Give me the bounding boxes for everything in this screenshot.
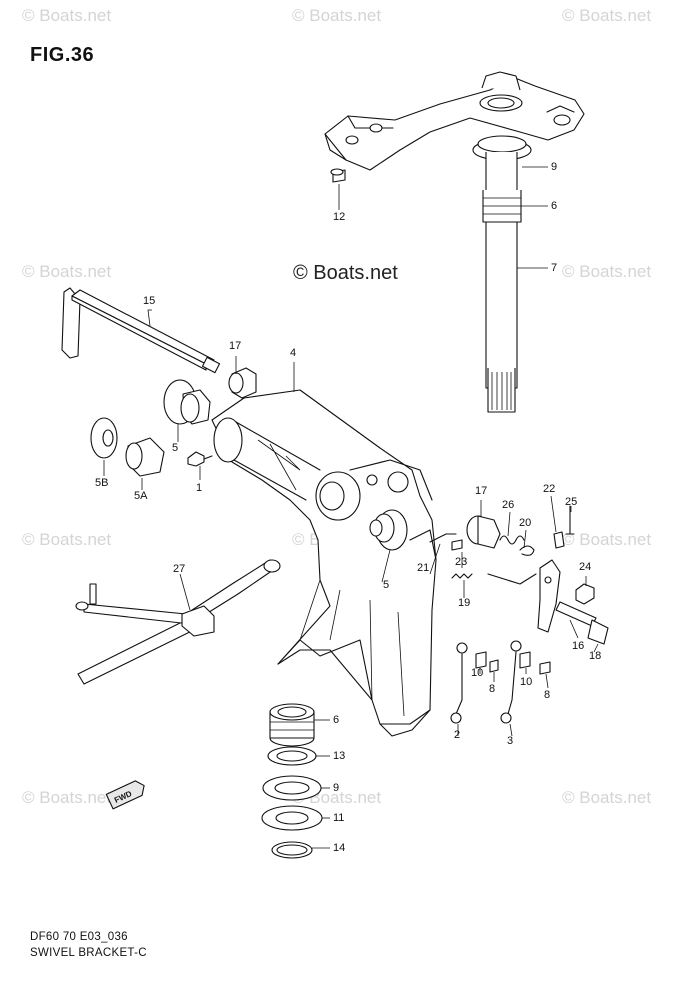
lower-bushing-stack bbox=[261, 703, 323, 859]
callout-10: 10 bbox=[471, 667, 484, 679]
ground-wires bbox=[450, 640, 551, 724]
figure-caption: SWIVEL BRACKET-C bbox=[30, 947, 147, 959]
callout-19: 19 bbox=[458, 597, 471, 609]
callout-21: 21 bbox=[417, 562, 430, 574]
callout-12: 12 bbox=[333, 211, 346, 223]
tilt-lock-parts bbox=[429, 505, 609, 645]
callout-13: 13 bbox=[333, 750, 346, 762]
callout-2: 2 bbox=[454, 729, 461, 741]
callout-23: 23 bbox=[455, 556, 468, 568]
watermark: © Boats.net bbox=[562, 262, 652, 281]
watermark: © Boats.net bbox=[22, 788, 112, 807]
callout-25: 25 bbox=[565, 496, 578, 508]
watermark: © Boats.net bbox=[22, 530, 112, 549]
figure-title: FIG.36 bbox=[30, 44, 95, 66]
swivel-bracket bbox=[211, 389, 437, 737]
callout-9-lower: 9 bbox=[333, 782, 340, 794]
leader-lines bbox=[103, 166, 599, 849]
callout-11: 11 bbox=[333, 812, 345, 824]
callout-8b: 8 bbox=[544, 689, 551, 701]
callout-22: 22 bbox=[543, 483, 556, 495]
steering-bracket bbox=[324, 71, 585, 413]
callout-17-right: 17 bbox=[475, 485, 488, 497]
callout-6-lower: 6 bbox=[333, 714, 340, 726]
tilt-tube bbox=[61, 287, 221, 374]
callout-16: 16 bbox=[572, 640, 585, 652]
watermark: © Boats.net bbox=[562, 788, 652, 807]
steering-rod bbox=[75, 559, 281, 685]
callout-15: 15 bbox=[143, 295, 156, 307]
callout-5b: 5B bbox=[95, 477, 109, 489]
watermark: © Boats.net bbox=[22, 262, 112, 281]
callout-18: 18 bbox=[589, 650, 602, 662]
center-bushing bbox=[369, 509, 408, 551]
callout-5a: 5A bbox=[134, 490, 148, 502]
callout-9: 9 bbox=[551, 161, 558, 173]
callout-1: 1 bbox=[196, 482, 203, 494]
watermark: © Boats.net bbox=[22, 6, 112, 25]
callout-3: 3 bbox=[507, 735, 514, 747]
callout-20: 20 bbox=[519, 517, 532, 529]
watermark: © Boats.net bbox=[292, 6, 382, 25]
callout-8: 8 bbox=[489, 683, 496, 695]
callout-24: 24 bbox=[579, 561, 592, 573]
callout-5: 5 bbox=[172, 442, 179, 454]
callout-5-center: 5 bbox=[383, 579, 390, 591]
watermark: © Boats.net bbox=[562, 530, 652, 549]
callout-14: 14 bbox=[333, 842, 346, 854]
figure-code: DF60 70 E03_036 bbox=[30, 931, 128, 943]
callout-6: 6 bbox=[551, 200, 558, 212]
callout-17: 17 bbox=[229, 340, 242, 352]
watermark: © Boats.net bbox=[562, 6, 652, 25]
center-watermark: © Boats.net bbox=[293, 262, 398, 284]
callout-26: 26 bbox=[502, 499, 515, 511]
callout-4: 4 bbox=[290, 347, 297, 359]
callout-10b: 10 bbox=[520, 676, 533, 688]
callout-27: 27 bbox=[173, 563, 186, 575]
callout-7: 7 bbox=[551, 262, 558, 274]
bushings-left bbox=[90, 367, 257, 477]
fwd-arrow-icon: FWD bbox=[105, 780, 145, 810]
